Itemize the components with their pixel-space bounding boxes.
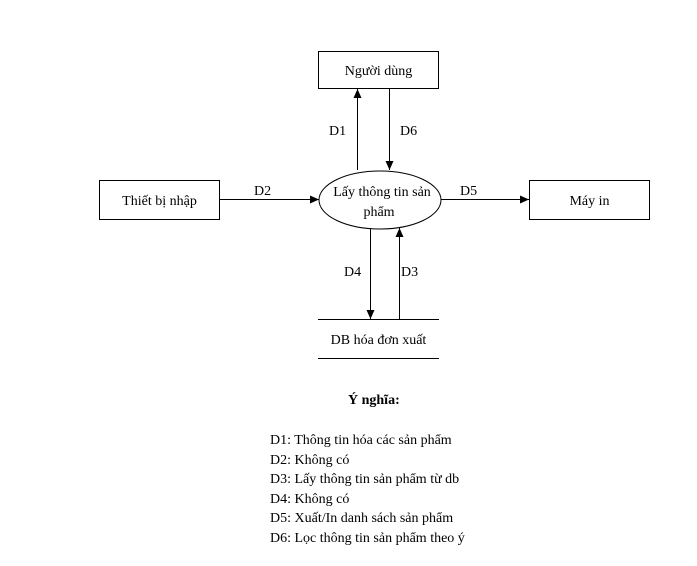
input-device-entity-box [99,180,220,220]
printer-entity-label: Máy in [569,194,609,209]
legend-item-d2: D2: Không có [270,452,350,468]
legend-list: D1: Thông tin hóa các sản phẩm D2: Không… [270,431,465,548]
input-device-entity-label: Thiết bị nhập [122,194,197,209]
process-label-line-1: Lấy thông tin sản [333,185,431,200]
flow-d4-label: D4 [344,265,361,280]
process-label-line-2: phẩm [363,205,394,220]
user-entity-label: Người dùng [345,64,413,79]
flow-d1-label: D1 [329,124,346,139]
input-device-entity: Thiết bị nhập [99,180,220,220]
process-ellipse [318,170,442,230]
legend-item-d4: D4: Không có [270,491,350,507]
data-store-label: DB hóa đơn xuất [331,333,427,348]
flow-d3-label: D3 [401,265,418,280]
data-store: DB hóa đơn xuất [318,319,439,359]
legend-item-d6: D6: Lọc thông tin sản phẩm theo ý [270,530,465,546]
legend-title: Ý nghĩa: [348,393,400,408]
legend-item-d1: D1: Thông tin hóa các sản phẩm [270,433,452,448]
process-node: Lấy thông tin sản phẩm [318,170,442,230]
legend-item-d5: D5: Xuất/In danh sách sản phẩm [270,511,454,526]
printer-entity-box [529,180,650,220]
flow-d2-label: D2 [254,184,271,199]
printer-entity: Máy in [529,180,650,220]
data-flow-diagram: Người dùng Thiết bị nhập Máy in Lấy thôn… [99,51,650,359]
user-entity: Người dùng [318,51,439,89]
flow-d6-label: D6 [400,124,417,139]
user-entity-box [318,51,439,89]
legend-item-d3: D3: Lấy thông tin sản phẩm từ db [270,472,460,487]
flow-d5-label: D5 [460,184,477,199]
